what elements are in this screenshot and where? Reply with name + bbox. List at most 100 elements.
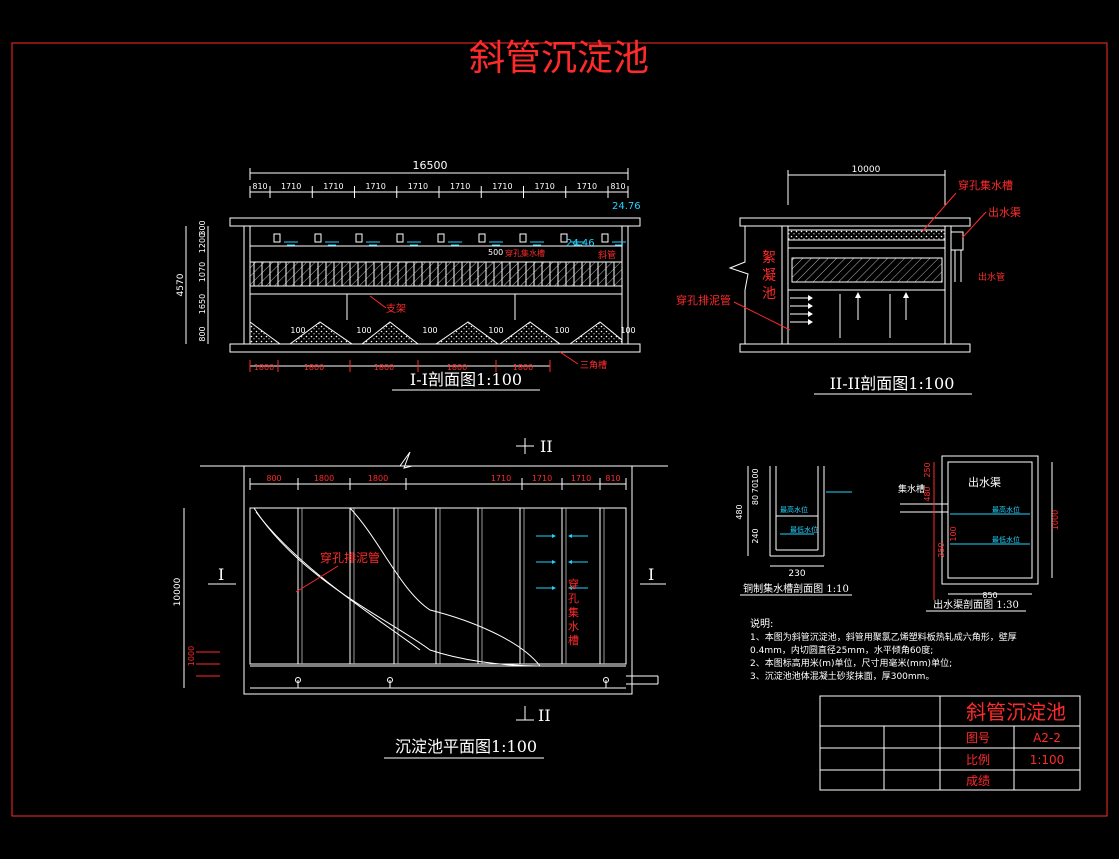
section1-left-dim-total: 4570 xyxy=(176,273,186,296)
section1-top-dim: 1710 xyxy=(281,182,301,191)
trough-width: 230 xyxy=(788,569,805,579)
channel-label-trough: 集水槽 xyxy=(898,483,925,495)
notes-heading: 说明: xyxy=(750,617,773,630)
section1-top-dim: 1710 xyxy=(534,182,554,191)
sheet-border xyxy=(11,42,1108,817)
title-block-label-2: 比例 xyxy=(966,753,990,767)
section1-caption: I-I剖面图1:100 xyxy=(410,370,522,389)
flocculation-char-1: 絮 xyxy=(762,249,776,266)
section1-hopper-dim: 100 xyxy=(488,326,503,335)
section1-top-dim: 1710 xyxy=(365,182,385,191)
channel-caption: 出水渠剖面图 1:30 xyxy=(933,598,1019,611)
flocculation-char-3: 池 xyxy=(762,286,776,302)
plan-top-dim: 1800 xyxy=(314,474,334,483)
plan-marker-left: I xyxy=(218,565,224,584)
section1-left-dim-5: 800 xyxy=(198,326,207,341)
plan-trough-char-2: 孔 xyxy=(568,592,579,605)
channel-dim-right: 1000 xyxy=(1051,510,1060,530)
section1-label-triangle: 三角槽 xyxy=(580,359,607,371)
section2-label-flocculation: 絮 凝 池 xyxy=(762,249,780,302)
section1-left-dim-2: 1200 xyxy=(198,233,207,253)
section1-top-dim: 1710 xyxy=(408,182,428,191)
plan-trough-char-5: 槽 xyxy=(568,634,579,647)
section1-hopper-dim: 100 xyxy=(554,326,569,335)
channel-label: 出水渠 xyxy=(968,475,1001,489)
detail-trough: 230 100 70 80 480 240 最高水位 最低水位 铜制集水槽剖面图… xyxy=(735,466,852,596)
title-block: 斜管沉淀池 图号 A2-2 比例 1:100 成绩 xyxy=(819,695,1081,791)
section1-bottom-dim: 1800 xyxy=(254,363,274,372)
section1-top-dim: 1710 xyxy=(577,182,597,191)
plan-top-dim: 1710 xyxy=(532,474,552,483)
drawing-title: 斜管沉淀池 xyxy=(469,38,649,79)
trough-dim-4: 480 xyxy=(735,504,744,519)
trough-caption: 铜制集水槽剖面图 1:10 xyxy=(743,582,849,595)
section2-label-outlet-channel: 出水渠 xyxy=(988,205,1021,219)
channel-dim-3: 100 xyxy=(949,526,958,541)
plan-left-dim-small: 1000 xyxy=(187,646,196,666)
plan-top-dim: 800 xyxy=(266,474,281,483)
section1-label-incline: 斜管 xyxy=(598,249,616,261)
section1-bottom-dim: 1800 xyxy=(447,363,467,372)
channel-width: 850 xyxy=(982,591,997,600)
section1-top-dim: 810 xyxy=(252,182,267,191)
detail-channel: 出水渠 集水槽 最高水位 最低水位 250 480 100 250 1000 8… xyxy=(898,455,1060,612)
section2-label-trough: 穿孔集水槽 xyxy=(958,178,1013,192)
section1-bottom-dim: 1800 xyxy=(374,363,394,372)
channel-label-max: 最高水位 xyxy=(992,505,1020,514)
section-2-2: 10000 xyxy=(676,165,1021,395)
section1-elev-top: 24.76 xyxy=(612,201,641,212)
channel-label-min: 最低水位 xyxy=(992,535,1020,544)
section1-hopper-dim: 100 xyxy=(422,326,437,335)
title-block-label-1: 图号 xyxy=(966,731,990,745)
notes-line-3: 2、本图标高用米(m)单位，尺寸用毫米(mm)单位; xyxy=(750,657,952,669)
section1-bottom-dim: 1800 xyxy=(304,363,324,372)
section1-elev-water: 24.46 xyxy=(566,238,595,249)
trough-dim-5: 240 xyxy=(751,528,760,543)
trough-dim-2: 70 xyxy=(751,483,760,493)
notes-line-2: 0.4mm，内切圆直径25mm，水平倾角60度; xyxy=(750,644,933,656)
section1-top-dim: 1710 xyxy=(323,182,343,191)
section1-label-trough: 穿孔集水槽 xyxy=(505,248,545,258)
plan-caption: 沉淀池平面图1:100 xyxy=(395,737,537,756)
section1-label-500: 500 xyxy=(488,248,503,257)
plan-marker-bottom: II xyxy=(538,706,551,725)
plan-label-sludge-pipe: 穿孔排泥管 xyxy=(320,550,380,565)
plan-trough-char-3: 集 xyxy=(568,605,579,619)
notes: 说明: 1、本图为斜管沉淀池，斜管用聚氯乙烯塑料板热轧成六角形，壁厚 0.4mm… xyxy=(750,617,1017,682)
section1-label-support: 支架 xyxy=(386,303,406,315)
trough-dim-1: 100 xyxy=(751,468,760,483)
trough-dim-3: 80 xyxy=(751,495,760,505)
section1-left-dim-1: 300 xyxy=(198,220,207,235)
section2-label-sludge-pipe: 穿孔排泥管 xyxy=(676,293,731,307)
plan-label-trough: 穿 孔 集 水 槽 xyxy=(568,577,583,647)
trough-label-min: 最低水位 xyxy=(790,525,818,534)
plan-top-dim: 1710 xyxy=(491,474,511,483)
plan-top-dim: 810 xyxy=(605,474,620,483)
section1-bottom-dim: 1800 xyxy=(513,363,533,372)
section1-top-dim: 810 xyxy=(610,182,625,191)
title-block-value-2: 1:100 xyxy=(1030,753,1065,767)
plan-trough-char-4: 水 xyxy=(568,620,579,633)
plan-top-dim: 1710 xyxy=(571,474,591,483)
section2-caption: II-II剖面图1:100 xyxy=(830,374,955,393)
trough-label-max: 最高水位 xyxy=(780,505,808,514)
section1-hopper-dim: 100 xyxy=(356,326,371,335)
notes-line-1: 1、本图为斜管沉淀池，斜管用聚氯乙烯塑料板热轧成六角形，壁厚 xyxy=(750,631,1017,643)
plan-left-dim: 10000 xyxy=(173,577,183,606)
title-block-title: 斜管沉淀池 xyxy=(966,700,1066,724)
section2-width: 10000 xyxy=(852,165,881,175)
channel-dim-2: 480 xyxy=(923,486,932,501)
section1-left-dim-4: 1650 xyxy=(198,294,207,314)
channel-dim-1: 250 xyxy=(923,462,932,477)
plan-trough-char-1: 穿 xyxy=(568,577,579,591)
title-block-value-1: A2-2 xyxy=(1033,731,1061,745)
section1-total-width: 16500 xyxy=(413,159,448,172)
section2-label-outlet-pipe: 出水管 xyxy=(978,271,1005,283)
section1-hopper-dim: 100 xyxy=(620,326,635,335)
plan-top-dim: 1800 xyxy=(368,474,388,483)
title-block-label-3: 成绩 xyxy=(966,774,990,788)
section1-top-dim: 1710 xyxy=(492,182,512,191)
